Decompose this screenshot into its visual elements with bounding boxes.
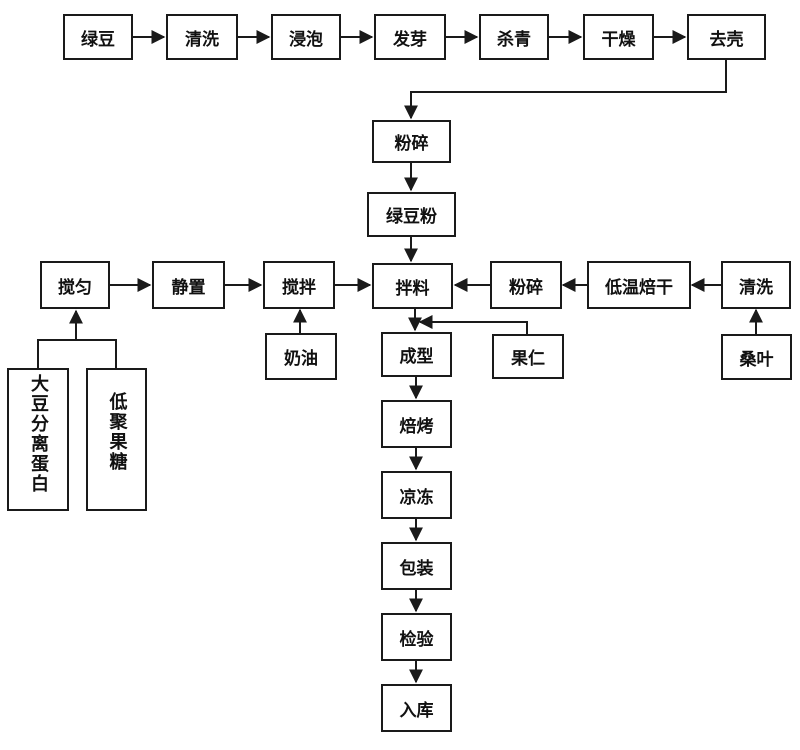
node-wash-1: 清洗 <box>166 14 238 60</box>
node-sprout: 发芽 <box>374 14 446 60</box>
node-crush-1: 粉碎 <box>372 120 451 163</box>
node-cool-freeze: 凉冻 <box>381 471 452 519</box>
node-package: 包装 <box>381 542 452 590</box>
arrow-dehull-to-crush <box>404 60 727 120</box>
node-blend: 拌料 <box>372 263 453 309</box>
arrow-nuts-to-shape <box>418 315 528 334</box>
node-soak: 浸泡 <box>271 14 341 60</box>
node-shape: 成型 <box>381 332 452 377</box>
node-mix-even: 搅匀 <box>40 261 110 309</box>
node-mung-bean: 绿豆 <box>63 14 133 60</box>
node-butter: 奶油 <box>265 333 337 380</box>
node-stand: 静置 <box>152 261 225 309</box>
node-low-temp-bake-dry: 低温焙干 <box>587 261 691 309</box>
node-oligofructose: 低聚果糖 <box>86 368 147 511</box>
node-mulberry-leaf: 桑叶 <box>721 334 792 380</box>
node-dehull: 去壳 <box>687 14 766 60</box>
node-blanch: 杀青 <box>479 14 549 60</box>
node-crush-2: 粉碎 <box>490 261 562 309</box>
node-soy-protein-isolate: 大豆分离蛋白 <box>7 368 69 511</box>
node-stir: 搅拌 <box>263 261 335 309</box>
node-dry: 干燥 <box>583 14 654 60</box>
node-storage: 入库 <box>381 684 452 732</box>
arrow-ingredients-to-mix <box>37 339 117 368</box>
node-nuts: 果仁 <box>492 334 564 379</box>
node-bake: 焙烤 <box>381 400 452 448</box>
node-wash-2: 清洗 <box>721 261 791 309</box>
node-mung-bean-powder: 绿豆粉 <box>367 192 456 237</box>
node-inspect: 检验 <box>381 613 452 661</box>
